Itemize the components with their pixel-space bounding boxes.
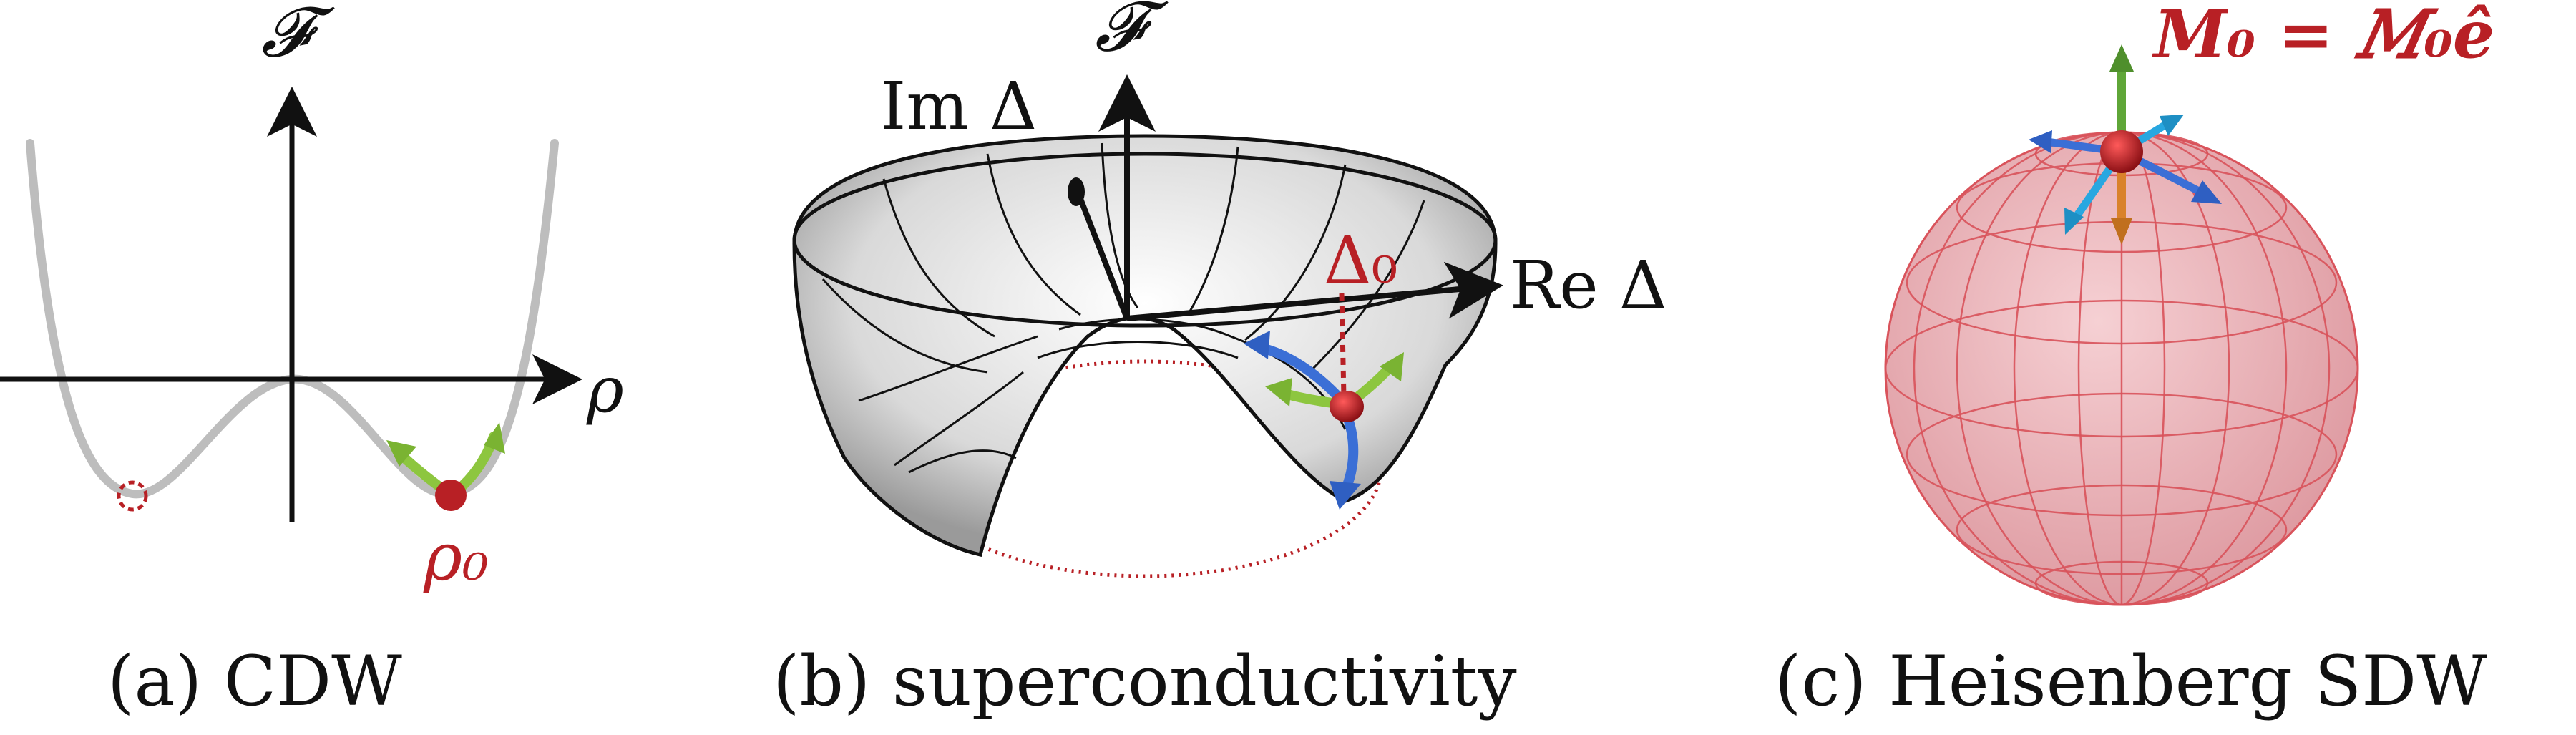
spin-axis-up-head: [2109, 44, 2134, 72]
spin-wave-arrow-right-up-head: [2160, 115, 2184, 136]
axis-im-delta: [1074, 188, 1130, 320]
order-parameter-label: 𝑴₀ = 𝑀₀𝒆̂: [2152, 0, 2494, 73]
ground-state-label-b: Δ₀: [1324, 222, 1397, 298]
ground-state-ball-c: [2100, 130, 2143, 173]
ground-state-dot: [435, 480, 467, 511]
axis-rho-label: ρ: [586, 353, 624, 427]
axis-im-delta-tip: [1068, 177, 1085, 206]
panel-a-cdw: 𝓕 ρ ρ₀ (a) CDW: [0, 0, 624, 721]
caption-c: (c) Heisenberg SDW: [1775, 641, 2487, 721]
axis-re-delta: [1126, 261, 1503, 321]
amplitude-arrowhead-in: [1265, 378, 1292, 407]
amplitude-arrowhead-left: [386, 440, 416, 467]
phase-arrowhead-down: [1330, 481, 1361, 510]
panel-c-heisenberg-sdw: 𝑴₀ = 𝑀₀𝒆̂ (c) Heisenberg SDW: [1775, 0, 2494, 721]
axis-im-delta-label: Im Δ: [880, 68, 1037, 145]
spin-wave-arrow-left-head: [2029, 130, 2052, 153]
caption-b: (b) superconductivity: [773, 641, 1517, 721]
panel-b-superconductivity: 𝓕 Im Δ Re Δ Δ₀ (b) superconductivity: [773, 0, 1667, 721]
mexican-hat-outer: [792, 134, 1498, 557]
axis-F-label-b: 𝓕: [1095, 0, 1169, 67]
caption-a: (a) CDW: [107, 641, 402, 721]
axis-F-label: 𝓕: [261, 0, 335, 72]
phase-arrowhead-up: [1244, 331, 1270, 359]
ground-state-label: ρ₀: [423, 519, 489, 595]
bowl-mesh: [821, 142, 1425, 474]
spin-axis-down-head: [2111, 218, 2132, 245]
phase-mode-arrow-up: [1254, 342, 1350, 409]
axis-re-delta-label: Re Δ: [1510, 247, 1667, 323]
degenerate-minimum-marker: [117, 480, 148, 512]
ground-state-ball: [1330, 391, 1364, 422]
amplitude-arrowhead-out: [1380, 352, 1404, 381]
spin-wave-arrow-right-down-head: [2191, 180, 2222, 204]
bowl-rim: [792, 152, 1498, 328]
delta0-projection: [1339, 293, 1347, 398]
amplitude-arrowhead-right: [484, 422, 505, 454]
spin-wave-arrow-left-down-head: [2064, 208, 2084, 235]
